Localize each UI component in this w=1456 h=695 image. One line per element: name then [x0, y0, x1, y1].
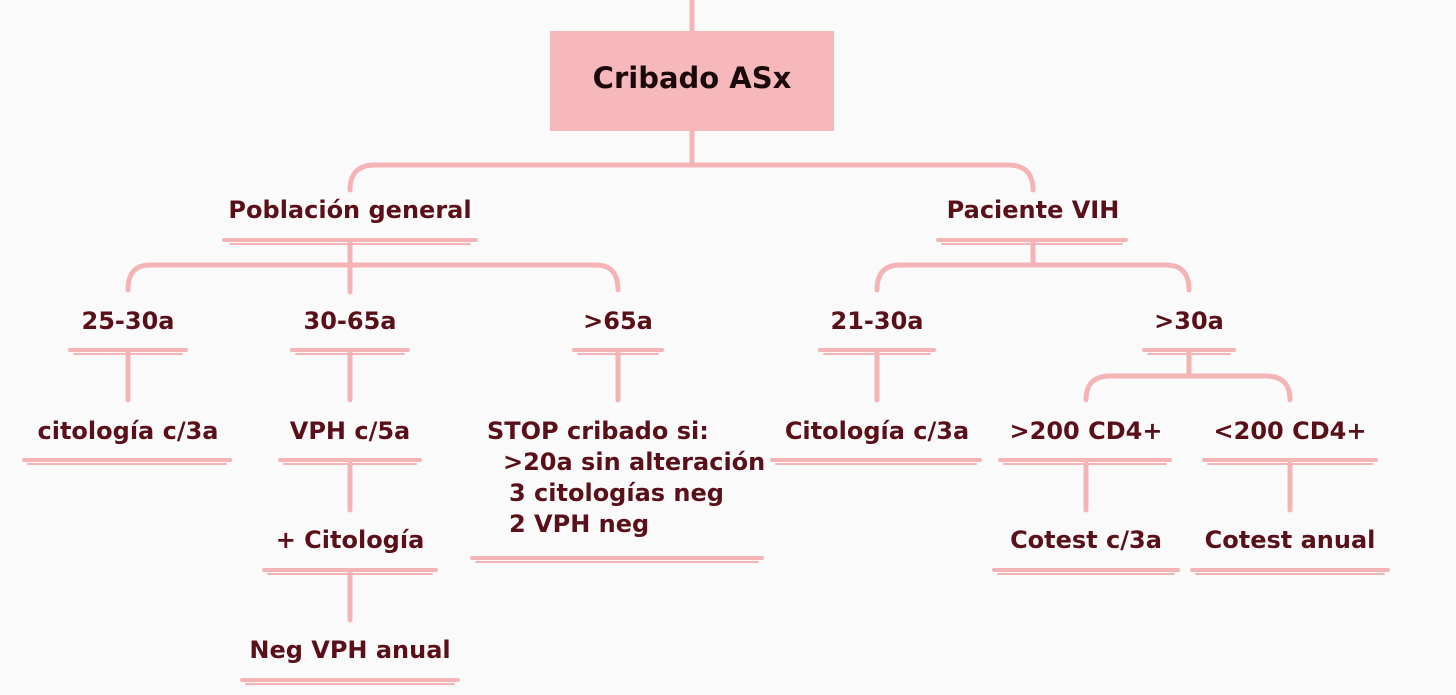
underline-citologia-3a-vih [770, 458, 982, 465]
main-bracket [347, 162, 1036, 193]
v30-bracket [1083, 373, 1293, 403]
stop-condition-item: >20a sin alteración [503, 448, 766, 476]
underline-cotest-3a [992, 568, 1180, 575]
group-21-30-label: 21-30a [830, 307, 924, 335]
followup-neg-vph-anual: Neg VPH anual [249, 636, 451, 664]
underline-neg-vph [240, 678, 460, 685]
underline-65 [572, 348, 664, 355]
underline-low [1202, 458, 1378, 465]
branch-general-label: Población general [228, 196, 472, 224]
action-citologia-3a: citología c/3a [37, 417, 219, 445]
group-30plus-label: >30a [1154, 307, 1224, 335]
stop-condition-item: 2 VPH neg [509, 510, 650, 538]
underline-25-30 [68, 348, 188, 355]
underline-vih [936, 238, 1128, 245]
stop-criteria-block: STOP cribado si: >20a sin alteración 3 c… [487, 416, 765, 540]
underline-21-30 [818, 348, 936, 355]
sub-low-cd4-label: <200 CD4+ [1213, 417, 1367, 445]
underline-stop [470, 556, 764, 563]
underline-mas-citologia [262, 568, 438, 575]
underline-vph-5a [278, 458, 422, 465]
vih-bracket [874, 262, 1192, 293]
underline-citologia-3a [22, 458, 232, 465]
stop-title: STOP cribado si: [487, 417, 709, 445]
underline-general [222, 238, 478, 245]
stop-condition-item: 3 citologías neg [509, 479, 724, 507]
action-vph-5a: VPH c/5a [289, 417, 411, 445]
underline-30-65 [290, 348, 410, 355]
underline-high [998, 458, 1172, 465]
underline-cotest-anual [1190, 568, 1390, 575]
group-65-label: >65a [583, 307, 653, 335]
followup-citologia: + Citología [275, 526, 425, 554]
action-citologia-3a-vih: Citología c/3a [784, 417, 970, 445]
group-25-30-label: 25-30a [81, 307, 175, 335]
sub-high-cd4-label: >200 CD4+ [1009, 417, 1163, 445]
root-node-label: Cribado ASx [592, 61, 792, 95]
root-node-box [552, 33, 832, 129]
branch-vih-label: Paciente VIH [946, 196, 1120, 224]
underline-30plus [1142, 348, 1236, 355]
action-cotest-anual: Cotest anual [1204, 526, 1376, 554]
general-bracket [125, 262, 621, 293]
action-cotest-3a: Cotest c/3a [1010, 526, 1162, 554]
group-30-65-label: 30-65a [303, 307, 397, 335]
